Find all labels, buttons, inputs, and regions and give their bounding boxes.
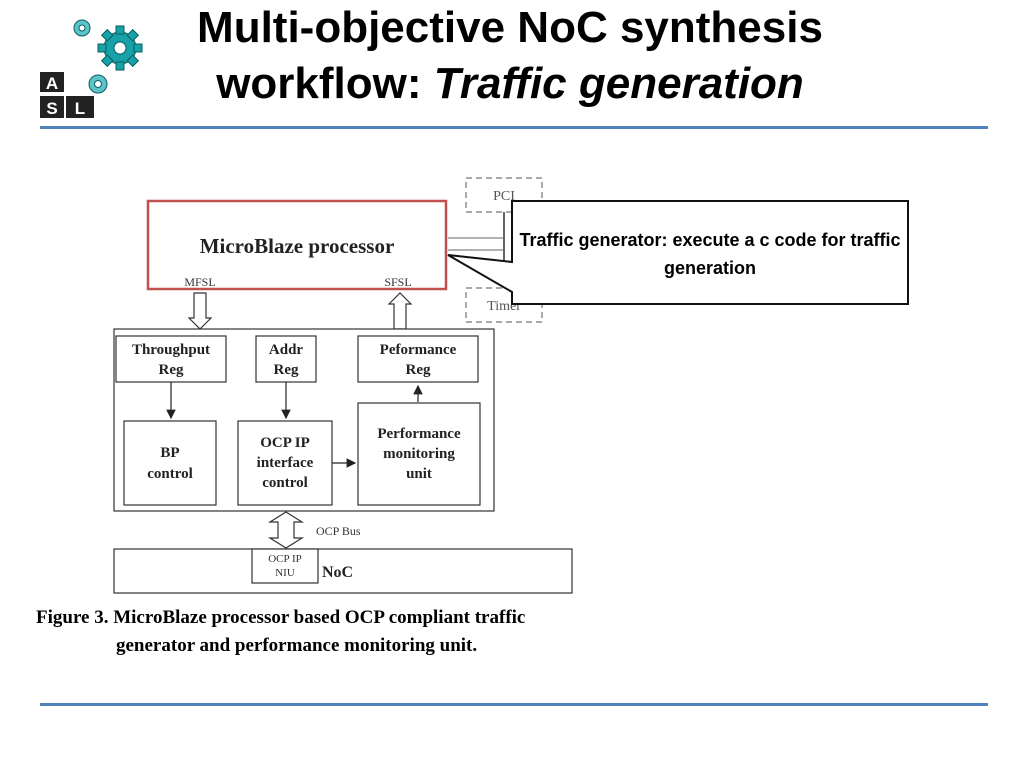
logo-letter-a: A (46, 74, 58, 93)
addr-reg-box (255, 335, 317, 383)
bus-lines (448, 237, 505, 251)
performance-reg-line2: Reg (406, 362, 431, 378)
microblaze-box (146, 199, 448, 291)
ocp-ip-control-box (237, 420, 333, 506)
sfsl-label: SFSL (384, 275, 411, 289)
title-italic: Traffic generation (433, 59, 804, 108)
ocp-ip-control-line2: interface (257, 455, 314, 471)
niu-line1: OCP IP (268, 553, 302, 565)
caption-line-2: generator and performance monitoring uni… (116, 635, 478, 656)
microblaze-label: MicroBlaze processor (200, 234, 395, 258)
ocp-ip-control-line1: OCP IP (260, 435, 310, 451)
perf-monitor-line1: Performance (377, 426, 461, 442)
performance-reg-line1: Peformance (380, 342, 457, 358)
footer-divider (40, 703, 988, 706)
perf-monitor-box (357, 402, 481, 506)
perf-monitor-line2: monitoring (383, 446, 455, 462)
title-line-1: Multi-objective NoC synthesis (197, 3, 823, 52)
throughput-reg-box (115, 335, 227, 383)
caption-line-1: Figure 3. MicroBlaze processor based OCP… (36, 607, 526, 628)
gear-icon (97, 25, 143, 71)
addr-reg-line1: Addr (269, 342, 304, 358)
throughput-reg-line1: Throughput (132, 342, 210, 358)
niu-box (251, 548, 319, 584)
title-divider (40, 126, 988, 129)
pci-label: PCI (493, 189, 515, 204)
title-line-2: workflow: Traffic generation (120, 56, 900, 112)
noc-label: NoC (322, 564, 353, 581)
logo-letter-l: L (75, 99, 85, 118)
addr-reg-line2: Reg (274, 362, 299, 378)
title-plain: workflow: (216, 59, 434, 108)
asl-letters: A S L (40, 72, 94, 118)
noc-box (113, 548, 573, 594)
slide-title: Multi-objective NoC synthesis workflow: … (120, 0, 900, 112)
throughput-reg-line2: Reg (159, 362, 184, 378)
figure-caption: Figure 3. MicroBlaze processor based OCP… (36, 604, 676, 660)
ocp-ip-control-line3: control (262, 475, 308, 491)
perf-monitor-line3: unit (406, 466, 432, 482)
sfsl-arrow (387, 292, 413, 330)
ocp-bus-label: OCP Bus (316, 524, 361, 538)
bp-control-line2: control (147, 466, 193, 482)
bp-control-line1: BP (160, 445, 179, 461)
small-gear-icon (73, 19, 108, 94)
mfsl-arrow (187, 292, 213, 330)
callout-box (447, 200, 909, 305)
mfsl-label: MFSL (184, 275, 215, 289)
logo-letter-s: S (46, 99, 57, 118)
callout-text: Traffic generator: execute a c code for … (519, 230, 901, 278)
ocp-bus-arrow (267, 511, 305, 549)
performance-reg-box (357, 335, 479, 383)
bp-control-box (123, 420, 217, 506)
asl-logo: A S L (40, 19, 143, 118)
niu-line2: NIU (275, 567, 295, 579)
